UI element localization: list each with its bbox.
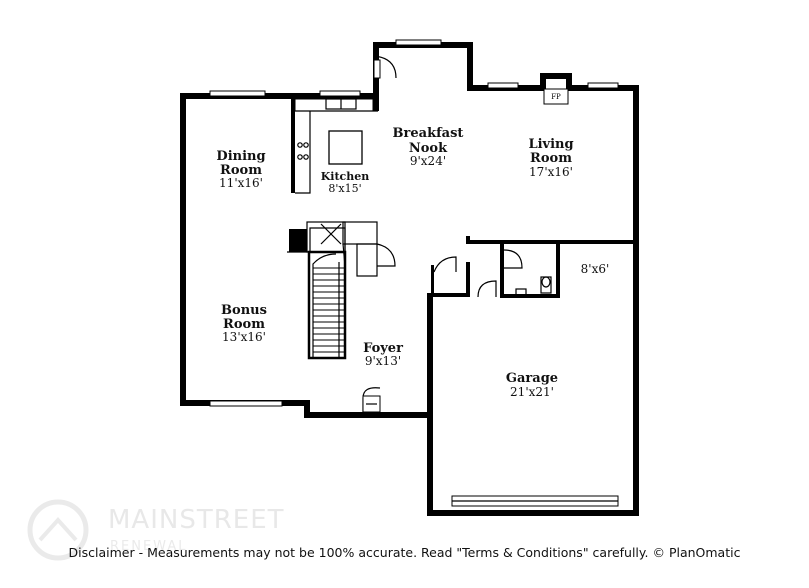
toilet-icon (540, 276, 552, 294)
staircase (307, 250, 347, 360)
breakfast-name-2: Nook (409, 141, 448, 156)
kitchen-size: 8'x15' (328, 182, 361, 195)
logo-sub: RENEWAL (110, 539, 187, 554)
watermark-logo: MAINSTREET RENEWAL (27, 499, 285, 561)
room-labels: Breakfast Nook 9'x24' Living Room 17'x16… (216, 126, 609, 399)
garage-size: 21'x21' (510, 385, 554, 399)
bonus-name-2: Room (223, 317, 265, 332)
range-icon (297, 142, 309, 160)
living-name-1: Living (528, 137, 573, 152)
kitchen-island (328, 130, 363, 165)
bonus-name-1: Bonus (221, 303, 267, 318)
foyer-name: Foyer (363, 341, 403, 356)
foyer-size: 9'x13' (365, 354, 401, 368)
bonus-size: 13'x16' (222, 330, 266, 344)
doors (362, 55, 523, 413)
breakfast-name-1: Breakfast (393, 126, 464, 141)
fireplace-icon (543, 88, 569, 105)
logo-emblem-icon (27, 499, 89, 561)
dining-name-1: Dining (216, 149, 265, 164)
dining-size: 11'x16' (219, 176, 263, 190)
interior-walls (287, 93, 639, 360)
living-size: 17'x16' (529, 165, 573, 179)
fixtures: FP (294, 88, 569, 296)
disclaimer-text: Disclaimer - Measurements may not be 100… (68, 545, 741, 560)
breakfast-size: 9'x24' (410, 154, 446, 168)
kitchen-name: Kitchen (321, 170, 370, 183)
fireplace-label: FP (551, 93, 561, 101)
dining-name-2: Room (220, 163, 262, 178)
washer-icon (515, 288, 527, 296)
utility-size: 8'x6' (581, 262, 610, 276)
logo-name: MAINSTREET (108, 505, 285, 535)
garage-name: Garage (506, 371, 558, 386)
exterior-walls (180, 42, 639, 516)
windows (209, 39, 619, 507)
living-name-2: Room (530, 151, 572, 166)
